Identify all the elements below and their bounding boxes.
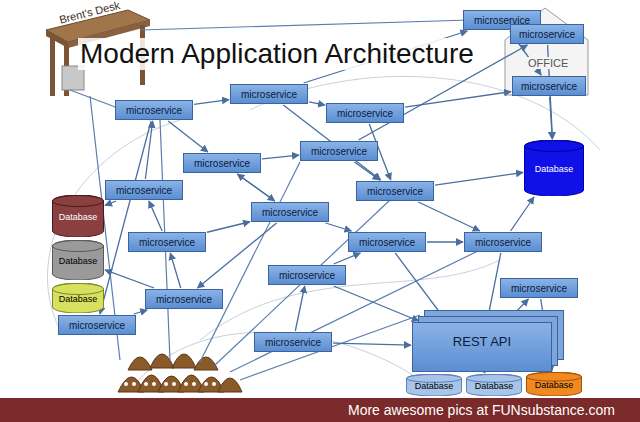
node-text: microservice <box>475 237 531 248</box>
connector-arrow <box>507 299 528 321</box>
microservice-box: microservice <box>348 232 426 252</box>
node-text: microservice <box>311 146 367 157</box>
connector-arrow <box>354 162 379 180</box>
diagram-title: Modern Application Architecture <box>78 38 476 70</box>
picture-label: OFFICE <box>526 57 570 69</box>
database-cylinder: Database <box>52 195 104 237</box>
node-text: microservice <box>337 108 393 119</box>
microservice-box: microservice <box>230 84 308 104</box>
connector-arrow <box>333 343 411 345</box>
node-text: microservice <box>262 207 318 218</box>
connector-arrow <box>170 253 180 288</box>
connector-arrow <box>134 310 147 314</box>
microservice-box: microservice <box>500 278 578 298</box>
microservice-box: microservice <box>356 181 434 201</box>
connector-arrow <box>207 222 250 232</box>
microservice-box: microservice <box>326 103 404 123</box>
connector-arrow <box>197 223 276 288</box>
node-text: microservice <box>241 89 297 100</box>
microservice-box: microservice <box>254 332 332 352</box>
node-text: microservice <box>367 186 423 197</box>
database-cylinder: Database <box>466 374 522 396</box>
microservice-box: microservice <box>251 202 329 222</box>
database-cylinder: Database <box>524 140 584 196</box>
node-text: microservice <box>519 29 575 40</box>
connector-arrow <box>237 174 274 201</box>
node-text: microservice <box>139 237 195 248</box>
connector-arrow <box>418 202 479 231</box>
node-text: REST API <box>453 335 511 349</box>
node-text: microservice <box>279 270 335 281</box>
microservice-box: microservice <box>300 141 378 161</box>
connector-arrow <box>427 241 463 242</box>
database-cylinder: Database <box>526 372 582 396</box>
database-cylinder: Database <box>406 374 462 396</box>
connector-arrow <box>149 201 162 231</box>
node-text: microservice <box>116 185 172 196</box>
connector-arrow <box>435 172 523 185</box>
poop-pile <box>118 354 242 392</box>
connector-arrow <box>295 286 304 331</box>
node-text: Database <box>59 213 98 223</box>
connector-arrow <box>334 253 361 264</box>
microservice-box: microservice <box>510 24 584 44</box>
connector-arrow <box>487 253 501 321</box>
node-text: Database <box>59 295 98 305</box>
node-text: microservice <box>156 294 212 305</box>
connector-arrow <box>309 102 325 105</box>
database-cylinder: Database <box>52 240 104 280</box>
node-text: Database <box>475 382 514 392</box>
connector-arrow <box>105 270 154 288</box>
node-text: Database <box>535 381 574 391</box>
connector-arrow <box>326 223 352 231</box>
microservice-box: microservice <box>268 265 346 285</box>
microservice-box: microservice <box>128 232 206 252</box>
node-text: microservice <box>359 237 415 248</box>
node-text: Database <box>415 382 454 392</box>
node-text: Database <box>535 165 574 175</box>
connector-arrow <box>100 121 151 314</box>
node-text: microservice <box>265 337 321 348</box>
microservice-box: microservice <box>512 76 586 96</box>
connector-arrow <box>105 201 116 205</box>
microservice-box: microservice <box>115 100 193 120</box>
connector-arrow <box>262 155 299 159</box>
connector-arrow <box>237 174 274 201</box>
node-text: microservice <box>194 158 250 169</box>
microservice-box: microservice <box>105 180 183 200</box>
watermark: More awesome pics at FUNsubstance.com <box>348 402 615 418</box>
node-text: Database <box>59 257 98 267</box>
connector-arrow <box>168 121 208 152</box>
microservice-box: microservice <box>58 315 136 335</box>
connector-arrow <box>334 286 419 321</box>
microservice-box: microservice <box>464 232 542 252</box>
connector-arrow <box>194 100 229 105</box>
node-text: microservice <box>511 283 567 294</box>
node-text: microservice <box>69 320 125 331</box>
microservice-box: microservice <box>183 153 261 173</box>
database-cylinder: Database <box>52 283 104 313</box>
api-box: REST API <box>412 322 552 372</box>
microservice-box: microservice <box>145 289 223 309</box>
connector-arrow <box>511 197 534 231</box>
node-text: microservice <box>126 105 182 116</box>
node-text: microservice <box>521 81 577 92</box>
